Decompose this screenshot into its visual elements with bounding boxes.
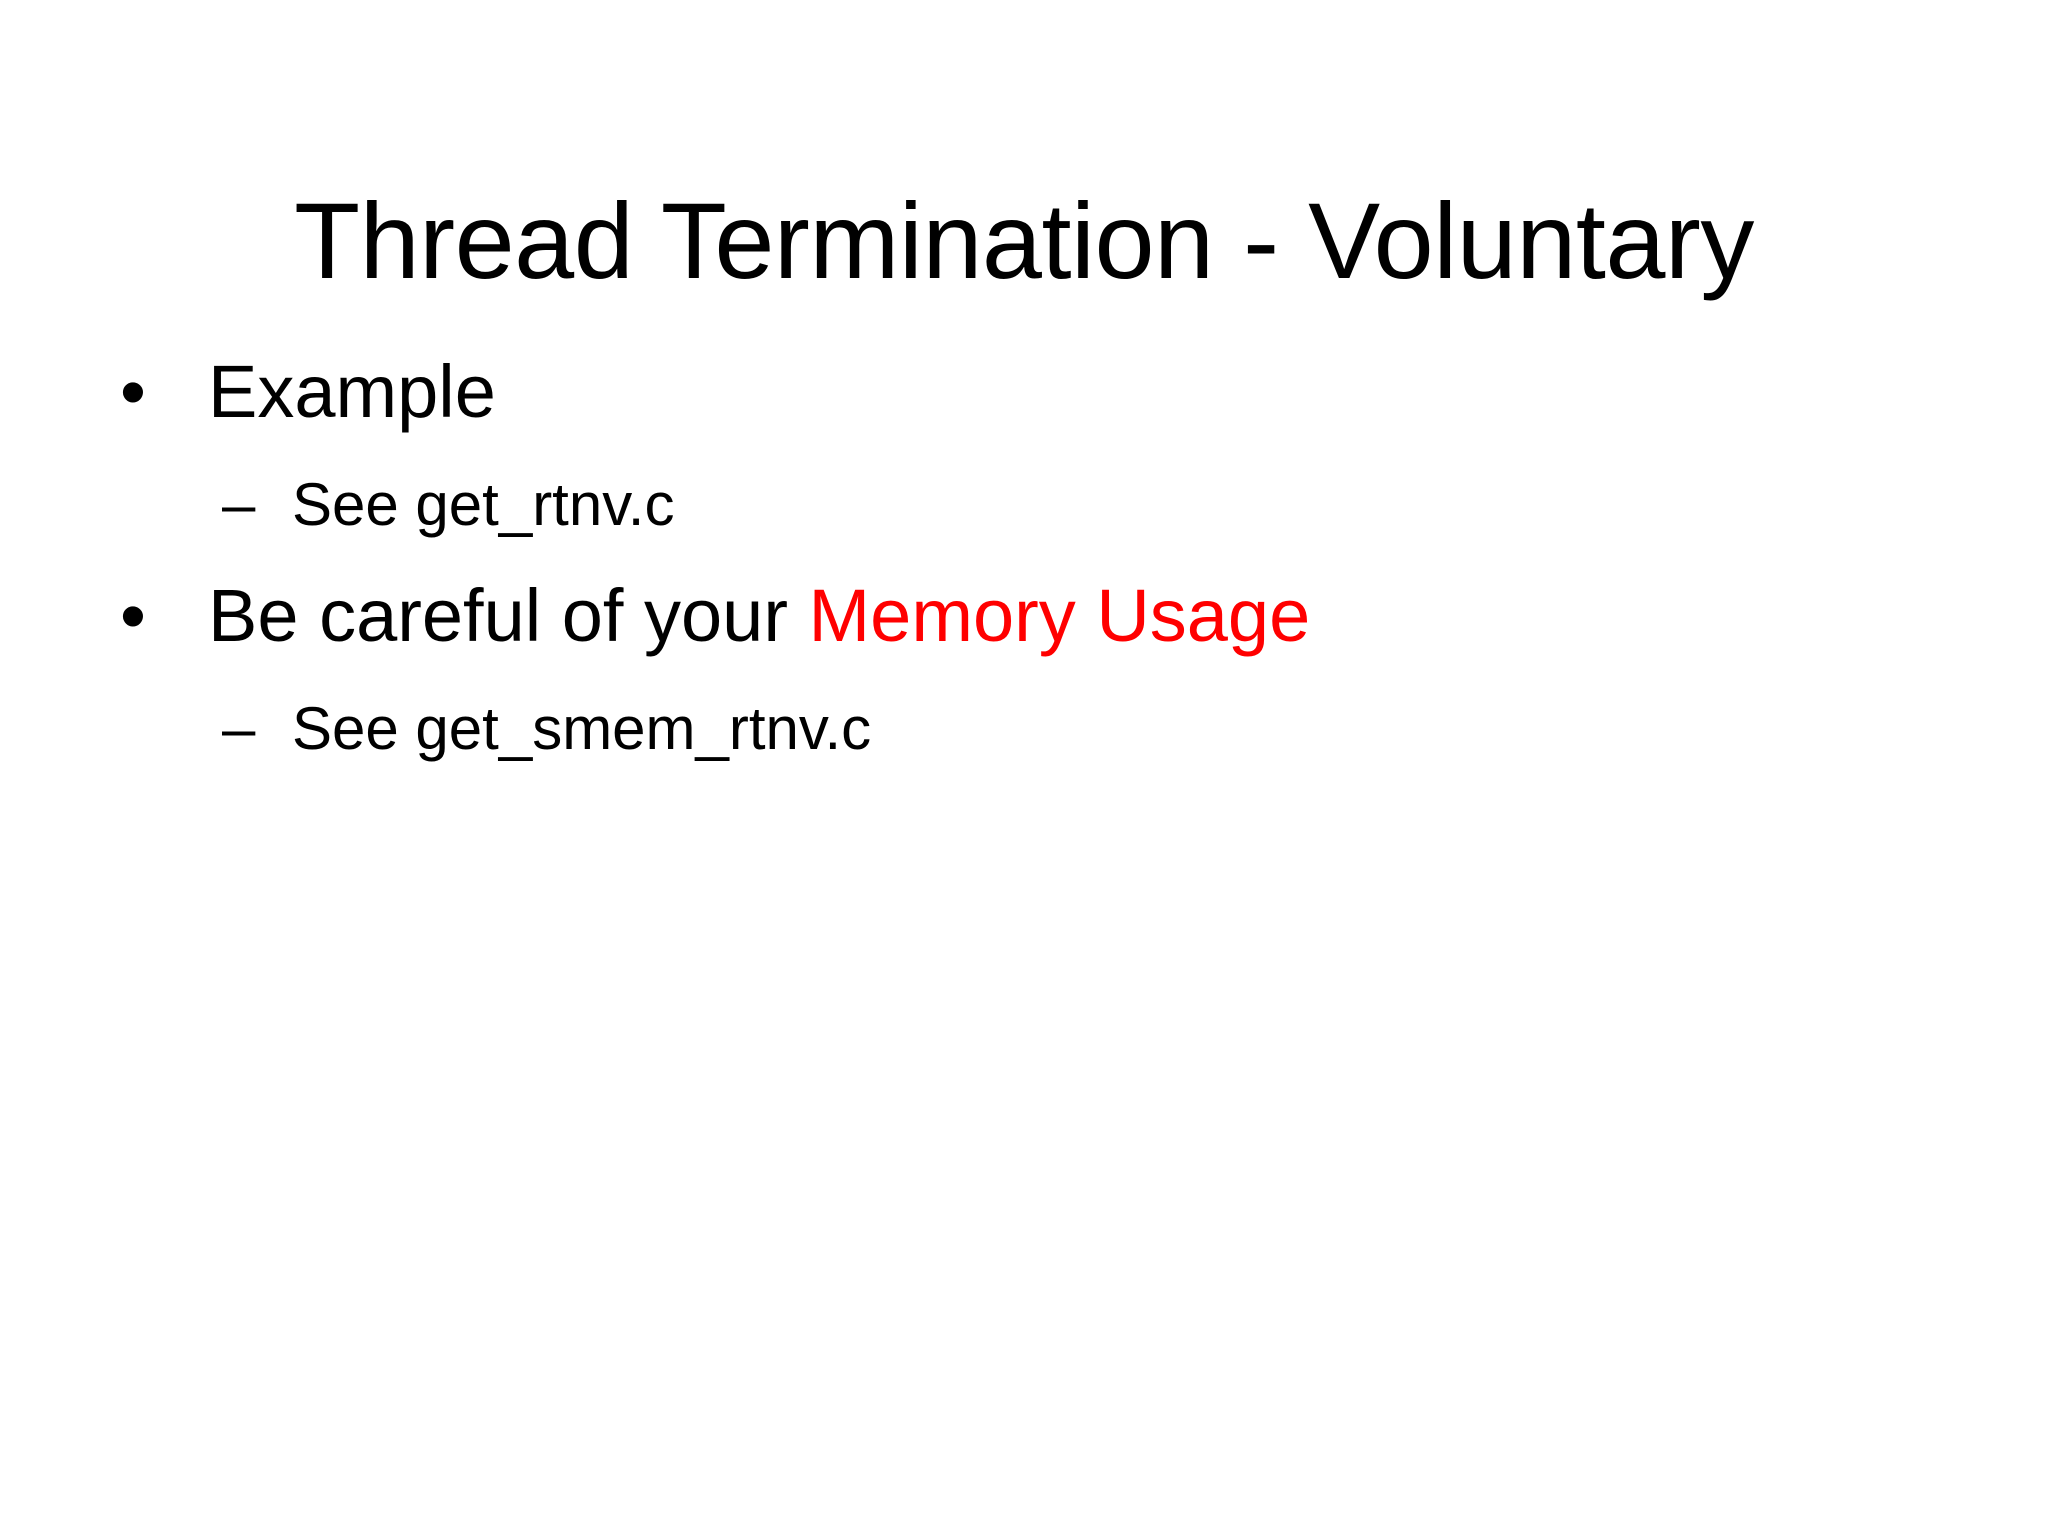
bullet-text-be-careful-prefix: Be careful of your	[208, 574, 809, 657]
bullet-item-example: • Example	[0, 355, 2048, 429]
bullet-text-example: Example	[208, 350, 496, 433]
bullet-item-be-careful-memory: • Be careful of your Memory Usage	[0, 579, 2048, 653]
bullet-dot-icon: •	[120, 350, 146, 433]
bullet-dot-icon: •	[120, 574, 146, 657]
slide-title: Thread Termination - Voluntary	[294, 180, 1754, 302]
bullet-dash-icon: –	[222, 695, 256, 762]
bullet-dash-icon: –	[222, 471, 256, 538]
bullet-text-memory-usage-highlight: Memory Usage	[808, 574, 1311, 657]
slide-body-placeholder: • Example – See get_rtnv.c • Be careful …	[0, 355, 2048, 803]
subbullet-item-see-get-smem-rtnv: – See get_smem_rtnv.c	[0, 699, 2048, 759]
subbullet-text-see-get-smem-rtnv: See get_smem_rtnv.c	[292, 695, 872, 762]
subbullet-text-see-get-rtnv: See get_rtnv.c	[292, 471, 675, 538]
subbullet-item-see-get-rtnv: – See get_rtnv.c	[0, 475, 2048, 535]
